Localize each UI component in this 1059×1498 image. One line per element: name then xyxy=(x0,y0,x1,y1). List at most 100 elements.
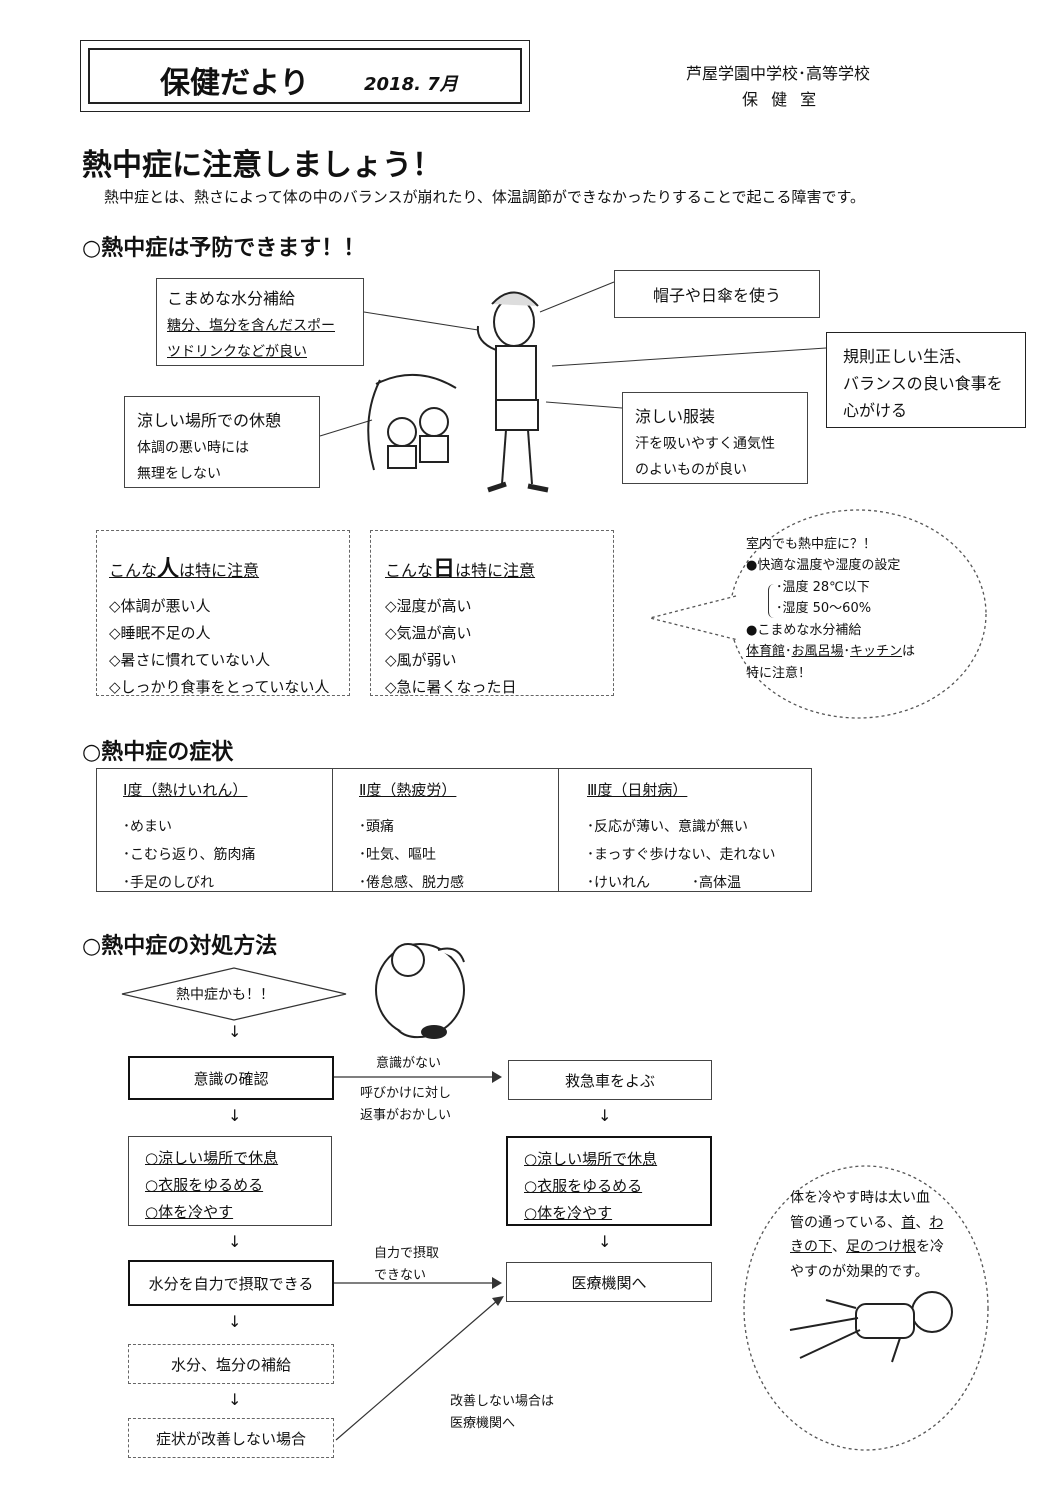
flow-arrow: ↓ xyxy=(228,1312,242,1331)
rest-box: 涼しい場所での休憩 体調の悪い時には 無理をしない xyxy=(124,396,320,488)
cooling-line-2: 管の通っている、首、わ xyxy=(790,1211,970,1236)
indoor-line-3: ●こまめな水分補給 xyxy=(746,622,862,638)
cooling-neck: 首 xyxy=(901,1214,916,1231)
lifestyle-connector xyxy=(551,347,827,367)
cooling-line-1: 体を冷やす時は太い血 xyxy=(790,1190,930,1206)
cooling-armpit-1: わ xyxy=(929,1214,944,1231)
water-connector xyxy=(363,311,479,331)
indoor-line-1: 室内でも熱中症に？！ xyxy=(746,537,877,552)
clothing-body-1: 汗を吸いやすく通気性 xyxy=(635,436,775,452)
left-firstaid-step: ○衣服をゆるめる xyxy=(145,1176,264,1194)
indoor-line-5: 特に注意！ xyxy=(746,665,812,681)
flow-arrow: ↓ xyxy=(228,1232,242,1251)
not-improved-note-1: 改善しない場合は xyxy=(450,1394,555,1409)
indoor-bubble-tail xyxy=(649,595,739,641)
caution-people-title-big: 人 xyxy=(157,557,180,582)
cooling-line-2b: 、 xyxy=(915,1214,930,1231)
clothing-connector xyxy=(545,401,623,409)
right-firstaid-step: ○涼しい場所で休息 xyxy=(524,1150,658,1168)
place-kitchen: キッチン xyxy=(850,644,903,660)
lifestyle-line-2: バランスの良い食事を xyxy=(843,374,1003,394)
cooling-line-3a: 、 xyxy=(832,1239,846,1255)
symptom-title-3: Ⅲ度（日射病） xyxy=(587,781,688,799)
caution-days-title-b: は特に注意 xyxy=(455,561,536,580)
cooling-groin: 足のつけ根 xyxy=(846,1239,916,1255)
response-heading: ○熱中症の対処方法 xyxy=(82,934,278,959)
replenish-box: 水分、塩分の補給 xyxy=(128,1344,334,1384)
water-body-1: 糖分、塩分を含んだスポー xyxy=(167,318,335,334)
cooling-line-4: やすのが効果的です。 xyxy=(790,1263,929,1280)
symptom-item: ･こむら返り、筋肉痛 xyxy=(123,847,256,863)
flow-start-label: 熱中症かも！！ xyxy=(176,987,274,1003)
flow-arrow: ↓ xyxy=(598,1106,612,1125)
symptom-item: ･倦怠感、脱力感 xyxy=(359,875,464,891)
cooling-tip-text: 体を冷やす時は太い血 管の通っている、首、わ きの下、足のつけ根を冷 やすのが効… xyxy=(790,1186,970,1284)
clothing-body-2: のよいものが良い xyxy=(635,462,747,478)
hot-bear-figure xyxy=(375,943,465,1039)
symptom-item: ･手足のしびれ xyxy=(123,875,214,891)
prevention-heading: ○熱中症は予防できます！！ xyxy=(82,236,366,261)
caution-days-box: こんな日は特に注意 ◇湿度が高い ◇気温が高い ◇風が弱い ◇急に暑くなった日 xyxy=(370,530,614,696)
flow-arrow: ↓ xyxy=(228,1022,242,1041)
hat-title: 帽子や日傘を使う xyxy=(652,286,781,305)
right-firstaid-step: ○体を冷やす xyxy=(524,1204,613,1222)
no-reply-label-2: 返事がおかしい xyxy=(360,1108,452,1123)
left-firstaid-box: ○涼しい場所で休息 ○衣服をゆるめる ○体を冷やす xyxy=(128,1136,332,1226)
cooling-armpit-2: きの下 xyxy=(790,1239,832,1255)
newsletter-title: 保健だより xyxy=(160,66,310,101)
symptoms-heading: ○熱中症の症状 xyxy=(82,740,234,765)
left-firstaid-step: ○涼しい場所で休息 xyxy=(145,1149,279,1167)
water-title: こまめな水分補給 xyxy=(167,289,296,308)
right-firstaid-box: ○涼しい場所で休息 ○衣服をゆるめる ○体を冷やす xyxy=(506,1136,712,1226)
lifestyle-line-3: 心がける xyxy=(843,401,908,421)
indoor-temp: ･温度 28℃以下 xyxy=(776,579,870,595)
sitting-children-figure xyxy=(367,374,457,471)
replenish-label: 水分、塩分の補給 xyxy=(170,1355,291,1374)
intro-text: 熱中症とは、熱さによって体の中のバランスが崩れたり、体温調節ができなかったりする… xyxy=(104,188,865,206)
symptom-item: ･めまい xyxy=(123,819,172,835)
consciousness-check-box: 意識の確認 xyxy=(128,1056,334,1100)
header-inner-frame xyxy=(88,48,522,104)
place-sep-2: ･ xyxy=(843,644,851,660)
standing-child-figure xyxy=(476,291,549,493)
rest-body-2: 無理をしない xyxy=(137,466,221,482)
hospital-label: 医療機関へ xyxy=(571,1273,647,1292)
caution-people-item: ◇暑さに慣れていない人 xyxy=(109,651,271,669)
symptom-title-2: Ⅱ度（熱疲労） xyxy=(359,781,457,799)
flow-arrow: ↓ xyxy=(598,1232,612,1251)
newsletter-date: 2018. 7月 xyxy=(364,74,458,95)
left-firstaid-step: ○体を冷やす xyxy=(145,1203,234,1221)
consciousness-check-label: 意識の確認 xyxy=(193,1069,269,1088)
not-improved-note-2: 医療機関へ xyxy=(450,1416,516,1431)
clothing-title: 涼しい服装 xyxy=(635,407,716,426)
not-improved-label: 症状が改善しない場合 xyxy=(155,1429,306,1448)
lifestyle-box: 規則正しい生活、 バランスの良い食事を 心がける xyxy=(826,332,1026,428)
cooling-line-3b: を冷 xyxy=(916,1239,944,1255)
school-name: 芦屋学園中学校･高等学校 xyxy=(686,64,871,83)
caution-people-title-b: は特に注意 xyxy=(179,561,260,580)
symptom-item: ･まっすぐ歩けない、走れない xyxy=(587,847,776,863)
place-suffix: は xyxy=(902,644,916,660)
hospital-box: 医療機関へ xyxy=(506,1262,712,1302)
rest-title: 涼しい場所での休憩 xyxy=(137,411,282,430)
caution-days-title: こんな日は特に注意 xyxy=(385,551,599,583)
cooling-line-2a: 管の通っている、 xyxy=(790,1214,902,1231)
caution-days-title-a: こんな xyxy=(385,561,434,580)
office-name: 保 健 室 xyxy=(742,90,821,109)
caution-days-item: ◇急に暑くなった日 xyxy=(385,678,517,696)
cooling-line-3: きの下、足のつけ根を冷 xyxy=(790,1235,970,1260)
flow-arrow: ↓ xyxy=(228,1390,242,1409)
place-gym: 体育館 xyxy=(746,644,786,660)
caution-people-item: ◇睡眠不足の人 xyxy=(109,624,211,642)
indoor-humidity: ･湿度 50～60% xyxy=(776,601,872,617)
symptoms-table: Ⅰ度（熱けいれん） ･めまい ･こむら返り、筋肉痛 ･手足のしびれ Ⅱ度（熱疲労… xyxy=(96,768,812,892)
place-bath: お風呂場 xyxy=(791,644,844,660)
caution-days-item: ◇気温が高い xyxy=(385,624,472,642)
caution-days-item: ◇風が弱い xyxy=(385,651,457,669)
symptom-item: ･吐気、嘔吐 xyxy=(359,847,436,863)
right-firstaid-step: ○衣服をゆるめる xyxy=(524,1177,643,1195)
symptom-title-1: Ⅰ度（熱けいれん） xyxy=(123,781,248,799)
symptom-column-2: Ⅱ度（熱疲労） ･頭痛 ･吐気、嘔吐 ･倦怠感、脱力感 xyxy=(333,769,559,891)
no-consciousness-label: 意識がない xyxy=(376,1056,442,1071)
symptom-column-3: Ⅲ度（日射病） ･反応が薄い、意識が無い ･まっすぐ歩けない、走れない ･けいれ… xyxy=(559,769,811,891)
